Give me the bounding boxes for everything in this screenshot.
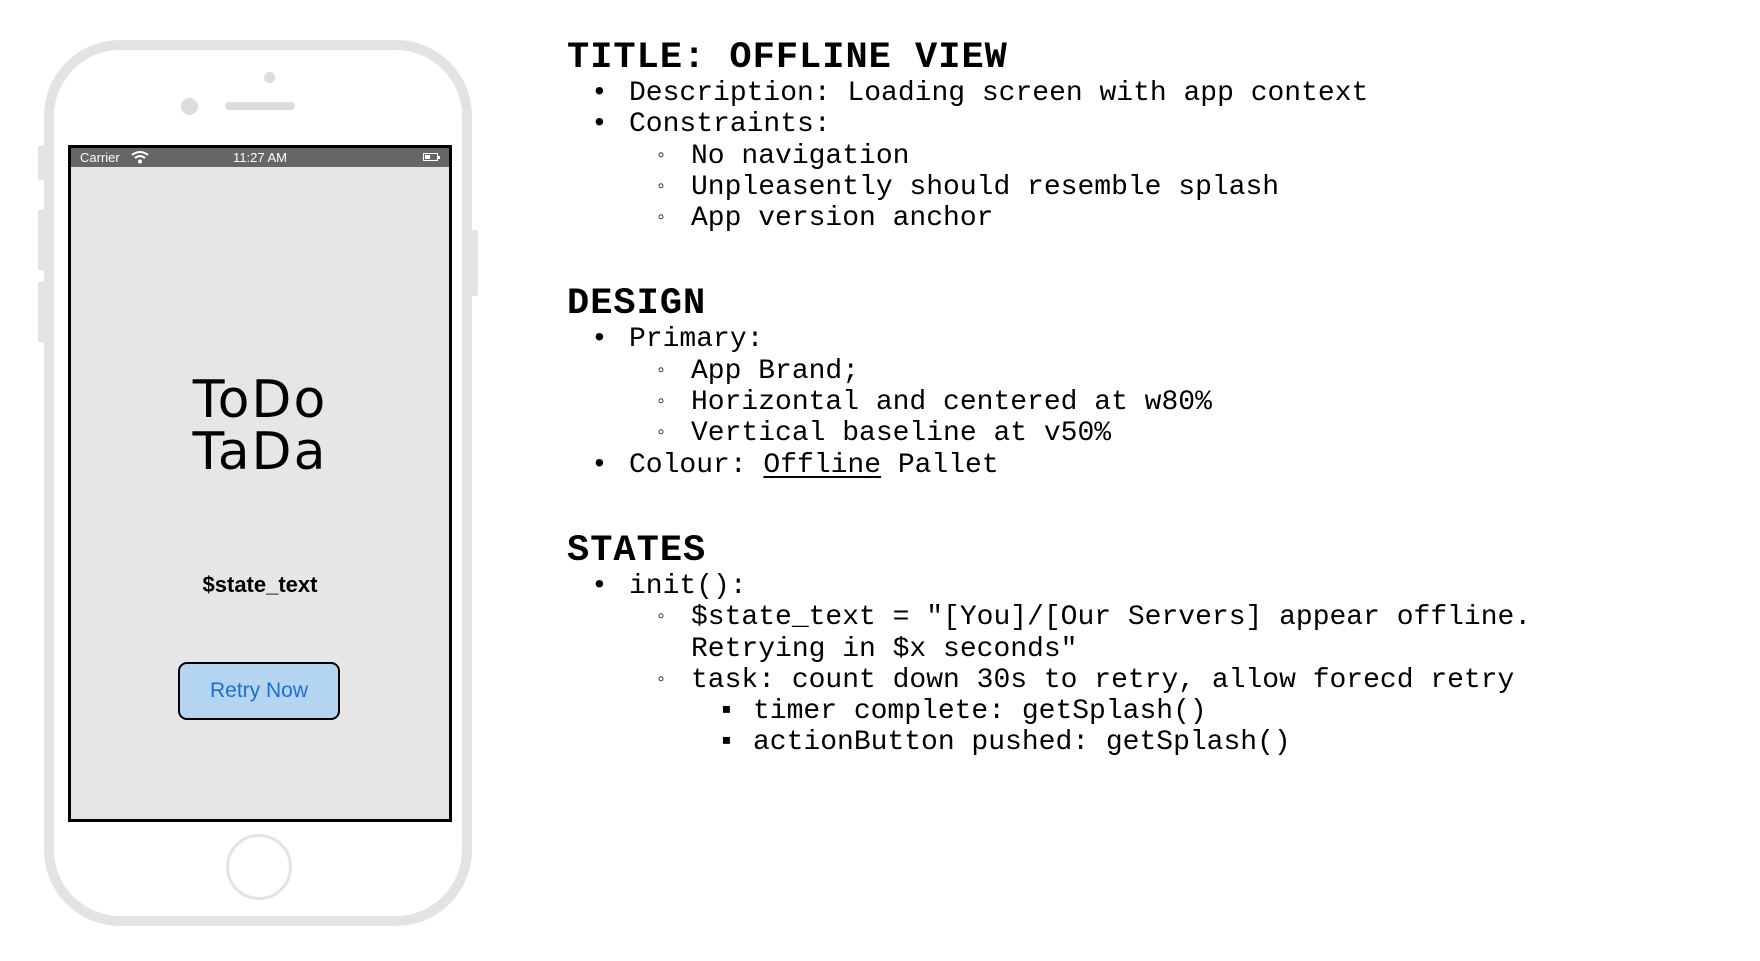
- status-bar: Carrier 11:27 AM: [71, 148, 449, 167]
- mute-switch: [38, 146, 46, 180]
- constraint-text: No navigation: [691, 140, 910, 172]
- list-item: • Description: Loading screen with app co…: [567, 78, 1717, 109]
- list-item-continuation: Retrying in $x seconds": [567, 634, 1717, 665]
- states-section: STATES • init(): ◦ $state_text = "[You]/[O…: [567, 531, 1717, 759]
- volume-down-button: [38, 282, 46, 342]
- bullet-icon: •: [591, 78, 608, 109]
- spec-notes: TITLE: OFFLINE VIEW • Description: Loadin…: [567, 38, 1717, 809]
- retry-now-button[interactable]: Retry Now: [178, 662, 340, 720]
- list-item: ◦ Vertical baseline at v50%: [567, 418, 1717, 449]
- hollow-bullet-icon: ◦: [655, 668, 668, 692]
- battery-icon: [423, 153, 440, 161]
- hollow-bullet-icon: ◦: [655, 391, 668, 415]
- init-label: init():: [629, 570, 747, 602]
- primary-label: Primary:: [629, 324, 764, 356]
- list-item: ◦ task: count down 30s to retry, allow fo…: [567, 665, 1717, 696]
- title-heading: TITLE: OFFLINE VIEW: [567, 37, 1008, 79]
- colour-prefix: Colour:: [629, 449, 764, 481]
- bullet-icon: •: [591, 449, 608, 481]
- list-item: ◦ App Brand;: [567, 356, 1717, 387]
- camera-icon: [181, 98, 198, 115]
- offline-pallet-link[interactable]: Offline: [763, 449, 882, 481]
- hollow-bullet-icon: ◦: [655, 144, 668, 168]
- square-bullet-icon: ▪: [718, 696, 735, 728]
- primary-text: Vertical baseline at v50%: [691, 418, 1112, 450]
- hollow-bullet-icon: ◦: [655, 359, 668, 383]
- bullet-icon: •: [591, 109, 608, 141]
- wifi-icon: [131, 151, 149, 164]
- primary-text: Horizontal and centered at w80%: [691, 387, 1212, 419]
- square-bullet-icon: ▪: [718, 727, 735, 759]
- state-text: $state_text: [202, 572, 318, 597]
- primary-text: App Brand;: [691, 355, 860, 387]
- state-text-assignment-cont: Retrying in $x seconds": [691, 633, 1078, 665]
- list-item: ◦ Unpleasently should resemble splash: [567, 172, 1717, 203]
- bullet-icon: •: [591, 324, 608, 356]
- states-heading: STATES: [567, 529, 707, 572]
- speaker-grille: [225, 102, 295, 110]
- task-item-text: timer complete: getSplash(): [753, 696, 1207, 728]
- list-item: ▪ timer complete: getSplash(): [567, 696, 1717, 727]
- hollow-bullet-icon: ◦: [655, 175, 668, 199]
- list-item: • Colour: Offline Pallet: [567, 450, 1717, 481]
- list-item: ▪ actionButton pushed: getSplash(): [567, 727, 1717, 758]
- description-text: Description: Loading screen with app con…: [629, 78, 1369, 109]
- app-brand-logo: ToDo TaDa: [71, 374, 449, 478]
- carrier-label: Carrier: [80, 150, 120, 165]
- list-item: • Primary:: [567, 324, 1717, 355]
- volume-up-button: [38, 210, 46, 270]
- design-section: DESIGN • Primary: ◦ App Brand; ◦ Horizontal…: [567, 284, 1717, 480]
- hollow-bullet-icon: ◦: [655, 207, 668, 231]
- constraint-text: Unpleasently should resemble splash: [691, 171, 1280, 203]
- list-item: • init():: [567, 571, 1717, 602]
- phone-screen: Carrier 11:27 AM ToDo TaDa $state_text R…: [68, 145, 452, 822]
- home-button[interactable]: [226, 834, 292, 900]
- hollow-bullet-icon: ◦: [655, 422, 668, 446]
- constraints-label: Constraints:: [629, 109, 831, 141]
- list-item: ◦ Horizontal and centered at w80%: [567, 387, 1717, 418]
- title-section: TITLE: OFFLINE VIEW • Description: Loadin…: [567, 38, 1717, 234]
- bullet-icon: •: [591, 570, 608, 602]
- list-item: ◦ App version anchor: [567, 203, 1717, 234]
- sensor-dot: [264, 72, 275, 83]
- list-item: ◦ $state_text = "[You]/[Our Servers] appe…: [567, 602, 1717, 633]
- design-heading: DESIGN: [567, 283, 707, 326]
- brand-line-1: ToDo: [192, 370, 328, 430]
- state-text-assignment: $state_text = "[You]/[Our Servers] appea…: [691, 602, 1532, 634]
- constraint-text: App version anchor: [691, 203, 994, 235]
- task-item-text: actionButton pushed: getSplash(): [753, 727, 1291, 759]
- list-item: ◦ No navigation: [567, 141, 1717, 172]
- hollow-bullet-icon: ◦: [655, 606, 668, 630]
- status-time: 11:27 AM: [233, 150, 287, 165]
- power-button: [470, 230, 478, 296]
- list-item: • Constraints:: [567, 109, 1717, 140]
- task-text: task: count down 30s to retry, allow for…: [691, 664, 1515, 696]
- colour-suffix: Pallet: [881, 449, 999, 481]
- brand-line-2: TaDa: [192, 422, 328, 482]
